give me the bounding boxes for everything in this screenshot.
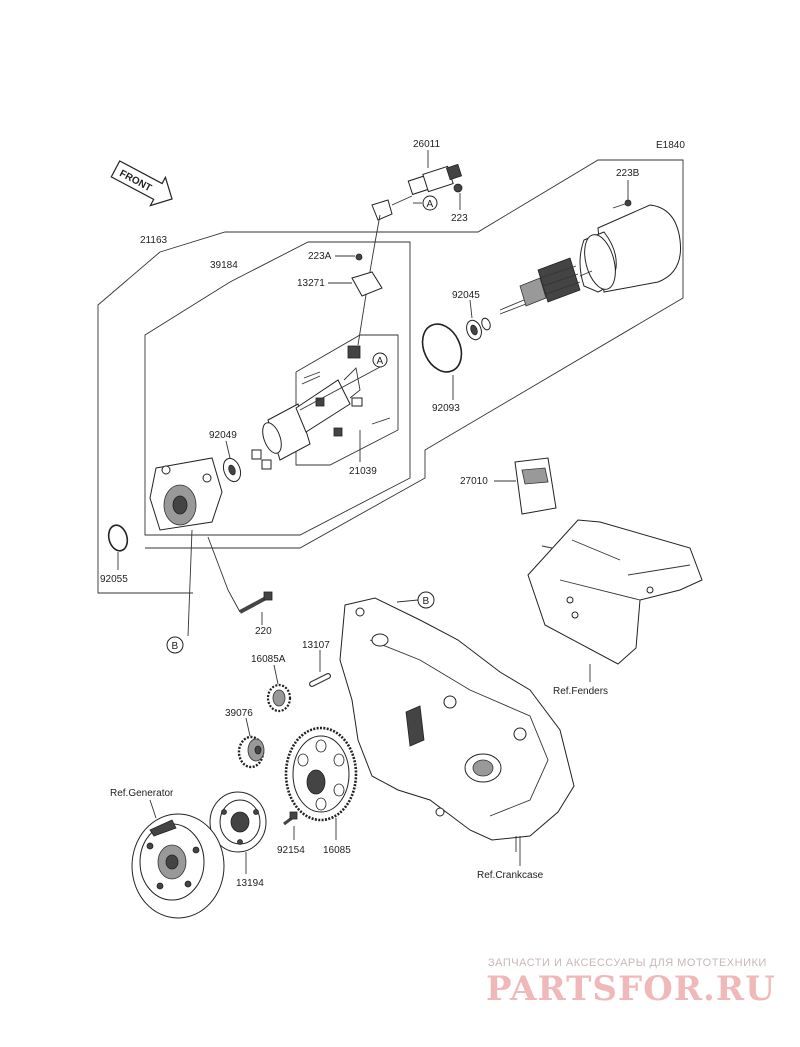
svg-text:A: A bbox=[377, 356, 384, 367]
label-223b: 223B bbox=[616, 168, 640, 179]
callout-a-top: A bbox=[422, 195, 438, 211]
watermark-brand: PARTSFOR.RU bbox=[486, 969, 776, 1009]
ref-fenders-label: Ref.Fenders bbox=[553, 686, 608, 697]
gear-16085a bbox=[266, 683, 292, 713]
callout-b-crankcase: B bbox=[417, 591, 435, 609]
label-92045: 92045 bbox=[452, 290, 480, 301]
watermark-tagline: ЗАПЧАСТИ И АКСЕССУАРЫ ДЛЯ МОТОТЕХНИКИ bbox=[488, 957, 767, 969]
callout-a-mid: A bbox=[372, 352, 388, 368]
bolt-220 bbox=[239, 591, 273, 614]
ref-crankcase-label: Ref.Crankcase bbox=[477, 870, 544, 881]
svg-text:A: A bbox=[427, 199, 434, 210]
gear-39076 bbox=[237, 735, 265, 769]
crankcase bbox=[339, 597, 575, 852]
label-21163: 21163 bbox=[140, 235, 168, 246]
bearing-92045 bbox=[466, 317, 491, 341]
seal-92049 bbox=[222, 457, 242, 483]
label-27010: 27010 bbox=[460, 476, 488, 487]
starter-relay-27010 bbox=[514, 457, 557, 515]
leader-lines bbox=[117, 150, 629, 874]
o-ring-92093 bbox=[421, 323, 463, 373]
bolt-223 bbox=[453, 183, 463, 193]
starter-cable-connector bbox=[357, 163, 463, 346]
label-16085: 16085 bbox=[323, 845, 351, 856]
callout-b-left: B bbox=[166, 636, 184, 654]
starter-gear-16085 bbox=[284, 726, 358, 822]
label-39076: 39076 bbox=[225, 708, 253, 719]
label-21039: 21039 bbox=[349, 466, 377, 477]
label-92055: 92055 bbox=[100, 574, 128, 585]
label-92093: 92093 bbox=[432, 403, 460, 414]
starter-clutch-13194 bbox=[209, 791, 267, 853]
starter-end-cover bbox=[149, 457, 223, 531]
label-26011: 26011 bbox=[413, 139, 441, 150]
label-13194: 13194 bbox=[236, 878, 264, 889]
label-13271: 13271 bbox=[297, 278, 325, 289]
plate-13271 bbox=[351, 253, 383, 297]
starter-motor-housing bbox=[579, 199, 682, 293]
fender-bracket bbox=[527, 519, 703, 665]
label-220: 220 bbox=[255, 626, 272, 637]
label-223: 223 bbox=[451, 213, 468, 224]
o-ring-92055 bbox=[107, 524, 129, 552]
brush-holder-assembly bbox=[251, 345, 391, 470]
bolt-92154 bbox=[283, 811, 298, 826]
label-92049: 92049 bbox=[209, 430, 237, 441]
front-arrow: FRONT bbox=[110, 160, 173, 207]
shaft-13107 bbox=[309, 673, 331, 687]
ref-generator-label: Ref.Generator bbox=[110, 788, 174, 799]
label-13107: 13107 bbox=[302, 640, 330, 651]
svg-text:B: B bbox=[423, 596, 430, 607]
svg-text:B: B bbox=[172, 641, 179, 652]
label-223a: 223A bbox=[308, 251, 332, 262]
starter-armature bbox=[499, 257, 593, 315]
diagram-code: E1840 bbox=[656, 140, 685, 151]
group-outline-39184 bbox=[144, 241, 411, 536]
label-92154: 92154 bbox=[277, 845, 305, 856]
label-16085a: 16085A bbox=[251, 654, 286, 665]
group-outline-21163 bbox=[97, 159, 684, 594]
generator-rotor bbox=[131, 813, 225, 919]
label-39184: 39184 bbox=[210, 260, 238, 271]
